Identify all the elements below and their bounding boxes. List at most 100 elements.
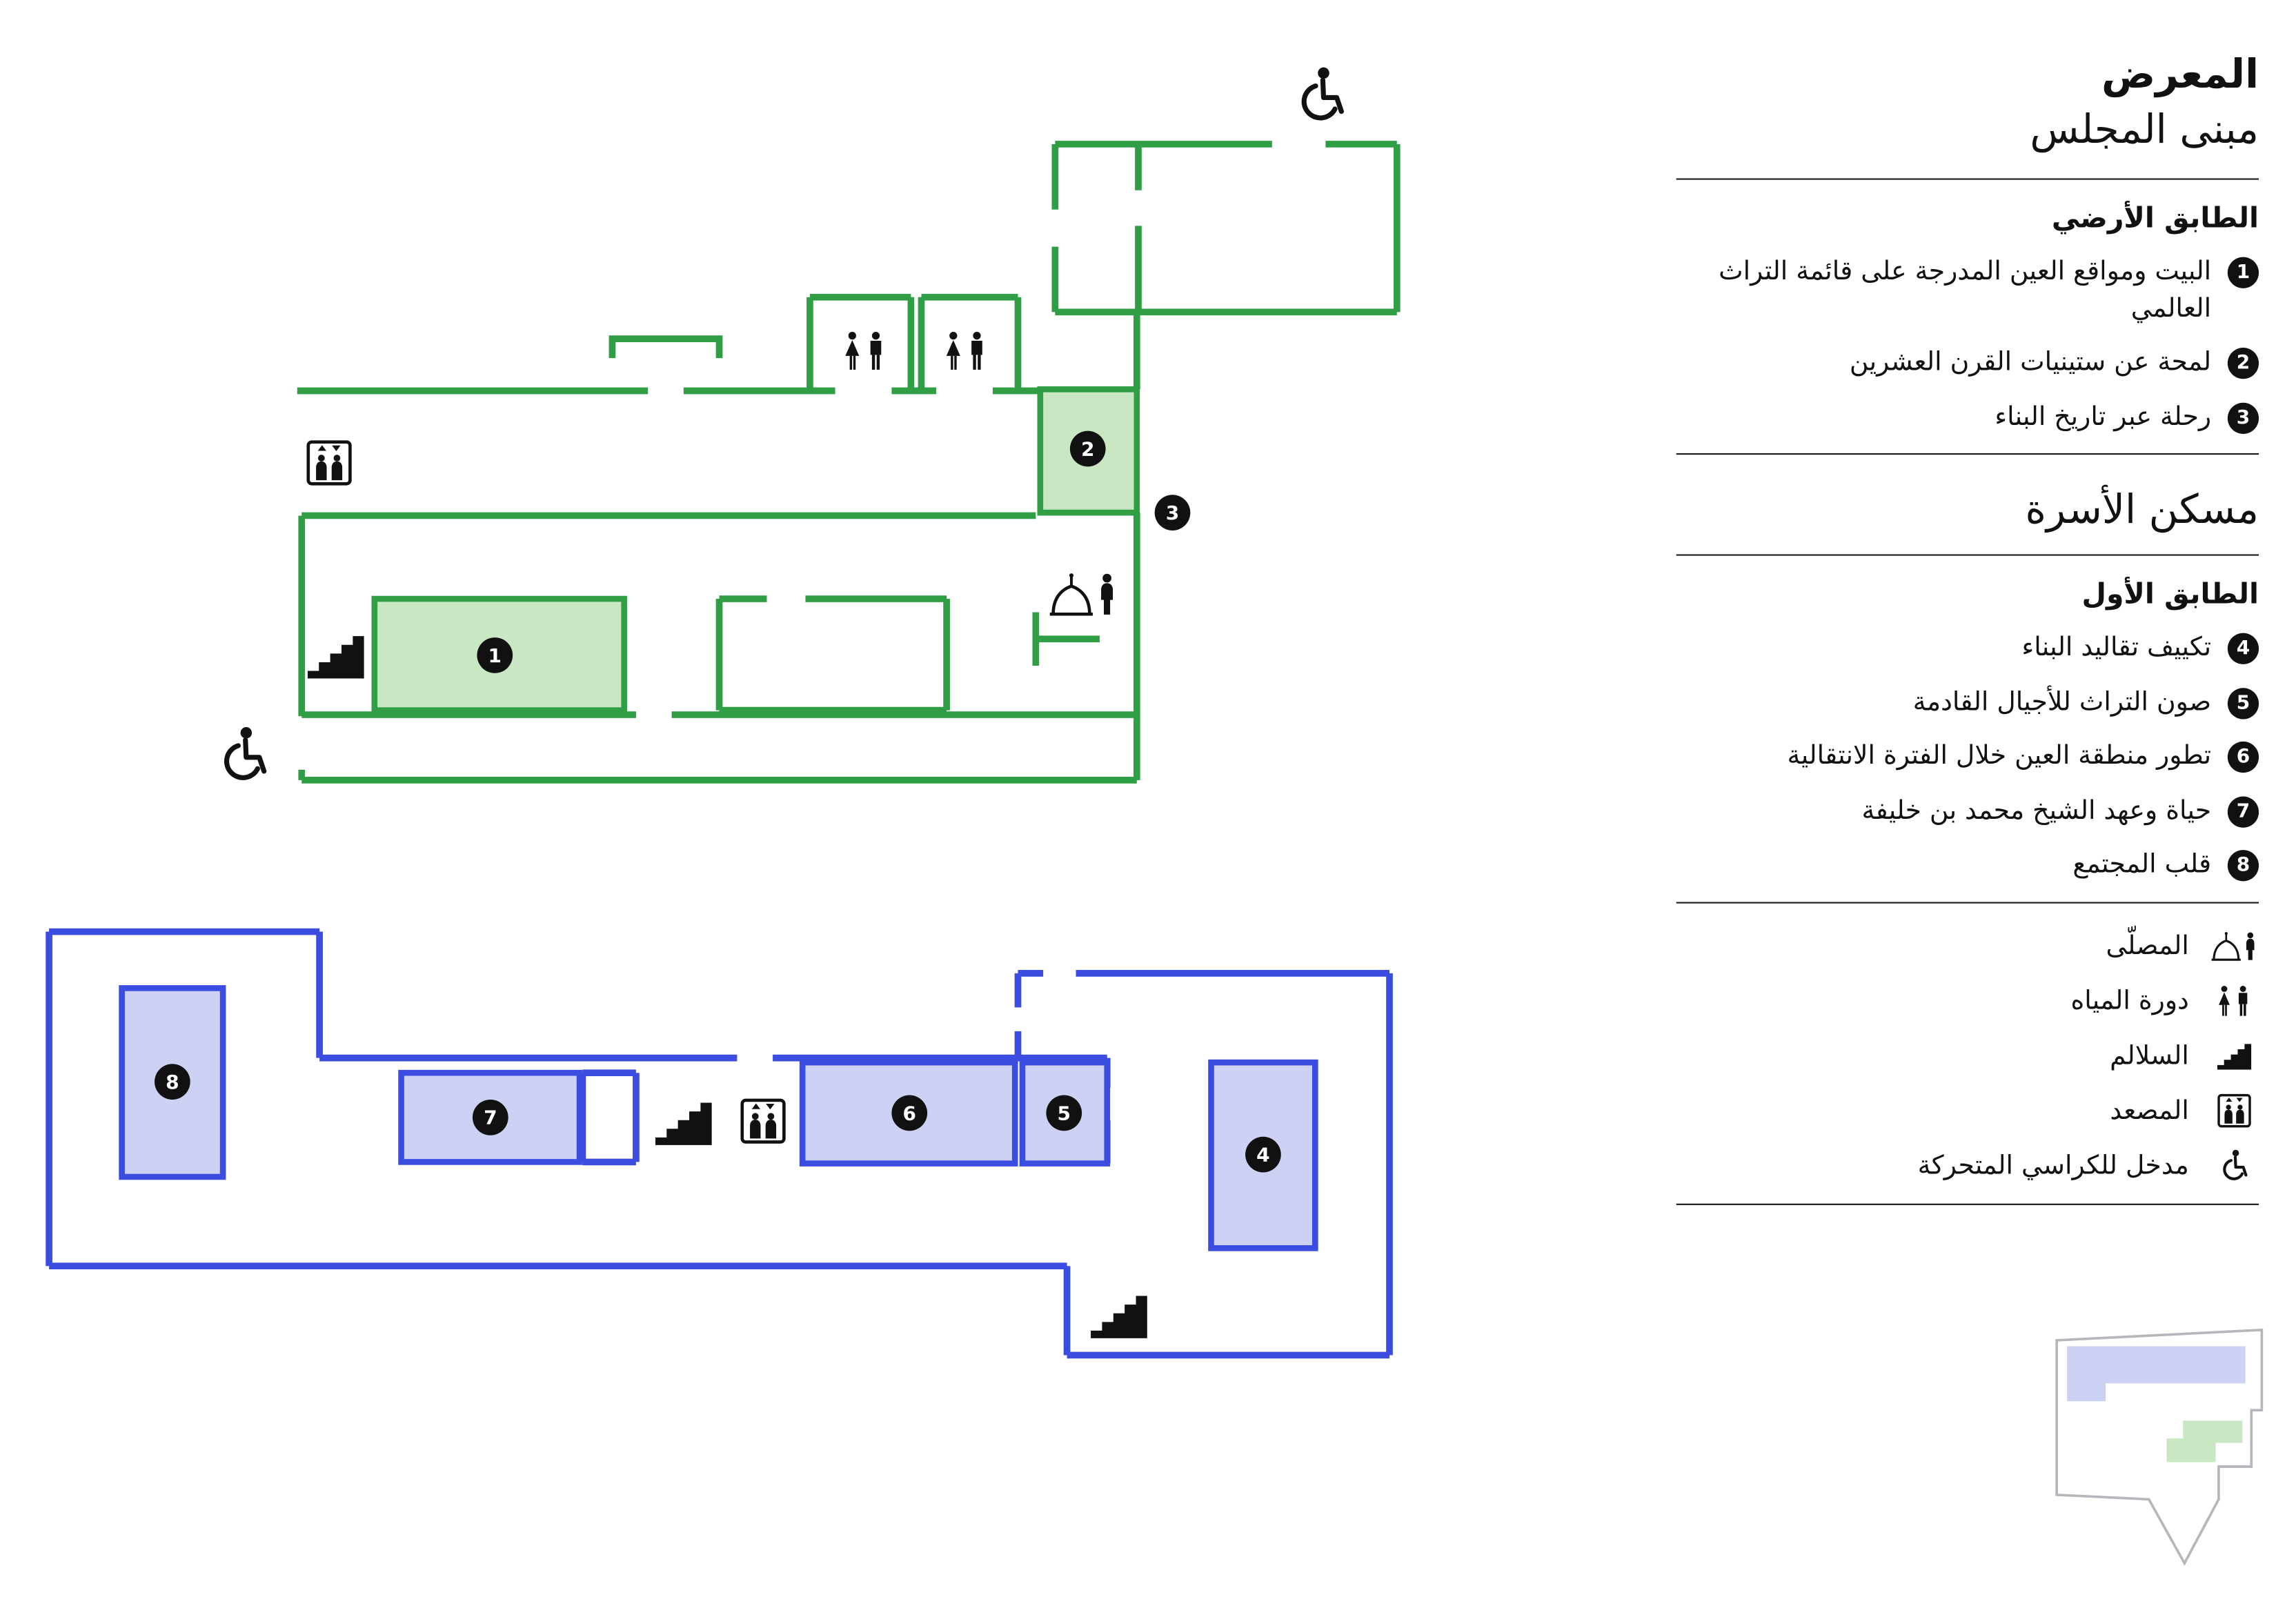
stairs-icon (2208, 1037, 2259, 1075)
stairs-icon (655, 1102, 712, 1145)
site-residence-footprint (2067, 1346, 2246, 1402)
divider (1676, 179, 2259, 181)
legend-item-label: لمحة عن ستينيات القرن العشرين (1849, 348, 2212, 378)
room-marker-2: 2 (1069, 430, 1106, 467)
legend-item-4: 4 تكييف تقاليد البناء (1676, 631, 2259, 667)
divider (1676, 453, 2259, 455)
room-number-badge: 5 (2227, 687, 2259, 720)
elevator-icon (742, 1100, 784, 1142)
key-label: المصلّى (2106, 931, 2189, 962)
first-floor-list: 4 تكييف تقاليد البناء 5 صون التراث للأجي… (1676, 631, 2259, 884)
wheelchair-icon (2208, 1147, 2259, 1186)
toilets-icon (946, 332, 982, 370)
majlis-inner-room-walls (715, 595, 950, 714)
room-marker-8: 8 (155, 1064, 190, 1100)
residence-title: مسكن الأسرة (2025, 488, 2259, 534)
stairs-icon (307, 636, 364, 679)
legend-item-6: 6 تطور منطقة العين خلال الفترة الانتقالي… (1676, 739, 2259, 775)
wheelchair-icon (227, 727, 264, 777)
room-marker-1: 1 (477, 637, 513, 673)
key-item-prayer: المصلّى (1676, 927, 2259, 966)
majlis-main-hall-walls (298, 512, 1140, 784)
legend-item-2: 2 لمحة عن ستينيات القرن العشرين (1676, 345, 2259, 381)
facilities-key: المصلّى دورة المياه السلالم المصعد (1676, 927, 2259, 1186)
key-item-elevator: المصعد (1676, 1092, 2259, 1131)
residence-markers: 8 7 6 5 4 (155, 1064, 1281, 1173)
elevator-icon (2208, 1092, 2259, 1131)
key-item-toilets: دورة المياه (1676, 982, 2259, 1020)
floor-plan-residence: 8 7 6 5 4 (46, 928, 1393, 1359)
ground-floor-list: 1 البيت ومواقع العين المدرجة على قائمة ا… (1676, 255, 2259, 436)
room-marker-6: 6 (891, 1095, 928, 1131)
room-4-area (1208, 1059, 1318, 1251)
toilets-icon (2208, 982, 2259, 1020)
toilets-icon (845, 332, 882, 370)
first-floor-heading: الطابق الأول (2081, 578, 2259, 612)
residence-shaft-walls (579, 1069, 640, 1166)
room-marker-7: 7 (472, 1099, 508, 1135)
key-label: مدخل للكراسي المتحركة (1917, 1151, 2189, 1182)
residence-walls (46, 928, 1393, 1359)
majlis-markers: 1 2 3 (477, 430, 1191, 673)
key-item-wheelchair: مدخل للكراسي المتحركة (1676, 1147, 2259, 1186)
marker-number: 8 (166, 1071, 179, 1093)
divider (1676, 1203, 2259, 1205)
room-marker-4: 4 (1245, 1136, 1281, 1173)
majlis-toilet-rooms-walls (806, 293, 1022, 391)
legend-item-label: قلب المجتمع (2072, 850, 2212, 880)
marker-number: 7 (484, 1107, 497, 1129)
marker-number: 3 (1166, 502, 1179, 524)
ground-floor-heading: الطابق الأرضي (2051, 202, 2259, 235)
prayer-room-icon (1050, 573, 1113, 615)
key-label: دورة المياه (2070, 986, 2189, 1016)
legend-item-3: 3 رحلة عبر تاريخ البناء (1676, 399, 2259, 436)
majlis-bracket-wall (608, 335, 723, 359)
room-number-badge: 4 (2227, 633, 2259, 665)
marker-number: 1 (488, 644, 502, 667)
room-2-area (1037, 386, 1140, 516)
residence-highlight-rooms (119, 985, 1318, 1251)
room-number-badge: 1 (2227, 257, 2259, 289)
stairs-icon (1091, 1296, 1147, 1338)
room-number-badge: 7 (2227, 796, 2259, 828)
wheelchair-icon (1304, 68, 1341, 118)
legend-item-7: 7 حياة وعهد الشيخ محمد بن خليفة (1676, 793, 2259, 830)
key-label: السلالم (2110, 1041, 2189, 1071)
room-marker-5: 5 (1046, 1095, 1082, 1131)
legend-panel: المعرض مبنى المجلس الطابق الأرضي 1 البيت… (1676, 50, 2259, 1205)
legend-item-8: 8 قلب المجتمع (1676, 848, 2259, 884)
marker-number: 6 (903, 1102, 916, 1124)
site-overview-map (2055, 1328, 2264, 1566)
prayer-room-icon (2208, 927, 2259, 966)
marker-number: 5 (1058, 1102, 1071, 1124)
legend-item-label: تكييف تقاليد البناء (2021, 633, 2212, 664)
room-number-badge: 6 (2227, 742, 2259, 773)
legend-item-1: 1 البيت ومواقع العين المدرجة على قائمة ا… (1676, 255, 2259, 328)
room-number-badge: 3 (2227, 402, 2259, 434)
exhibition-title: المعرض (2101, 52, 2259, 99)
legend-item-5: 5 صون التراث للأجيال القادمة (1676, 685, 2259, 722)
divider (1676, 555, 2259, 557)
room-number-badge: 2 (2227, 348, 2259, 379)
divider (1676, 902, 2259, 904)
building-title: مبنى المجلس (2030, 106, 2259, 153)
legend-item-label: تطور منطقة العين خلال الفترة الانتقالية (1787, 742, 2212, 772)
majlis-prayer-nook-walls (1032, 612, 1100, 666)
majlis-top-right-room-walls (1051, 141, 1401, 390)
floor-plan-majlis: 1 2 3 (227, 68, 1401, 784)
site-majlis-footprint (2166, 1420, 2243, 1462)
room-number-badge: 8 (2227, 850, 2259, 882)
marker-number: 4 (1256, 1144, 1269, 1167)
majlis-walls (297, 141, 1401, 784)
key-label: المصعد (2110, 1096, 2189, 1127)
legend-item-label: حياة وعهد الشيخ محمد بن خليفة (1861, 796, 2212, 826)
room-marker-3: 3 (1154, 495, 1191, 530)
legend-item-label: صون التراث للأجيال القادمة (1912, 687, 2212, 718)
key-item-stairs: السلالم (1676, 1037, 2259, 1075)
site-outline (2055, 1328, 2264, 1566)
legend-item-label: البيت ومواقع العين المدرجة على قائمة الت… (1719, 257, 2212, 324)
legend-item-label: رحلة عبر تاريخ البناء (1995, 402, 2212, 433)
residence-outline-walls (46, 928, 1393, 1359)
